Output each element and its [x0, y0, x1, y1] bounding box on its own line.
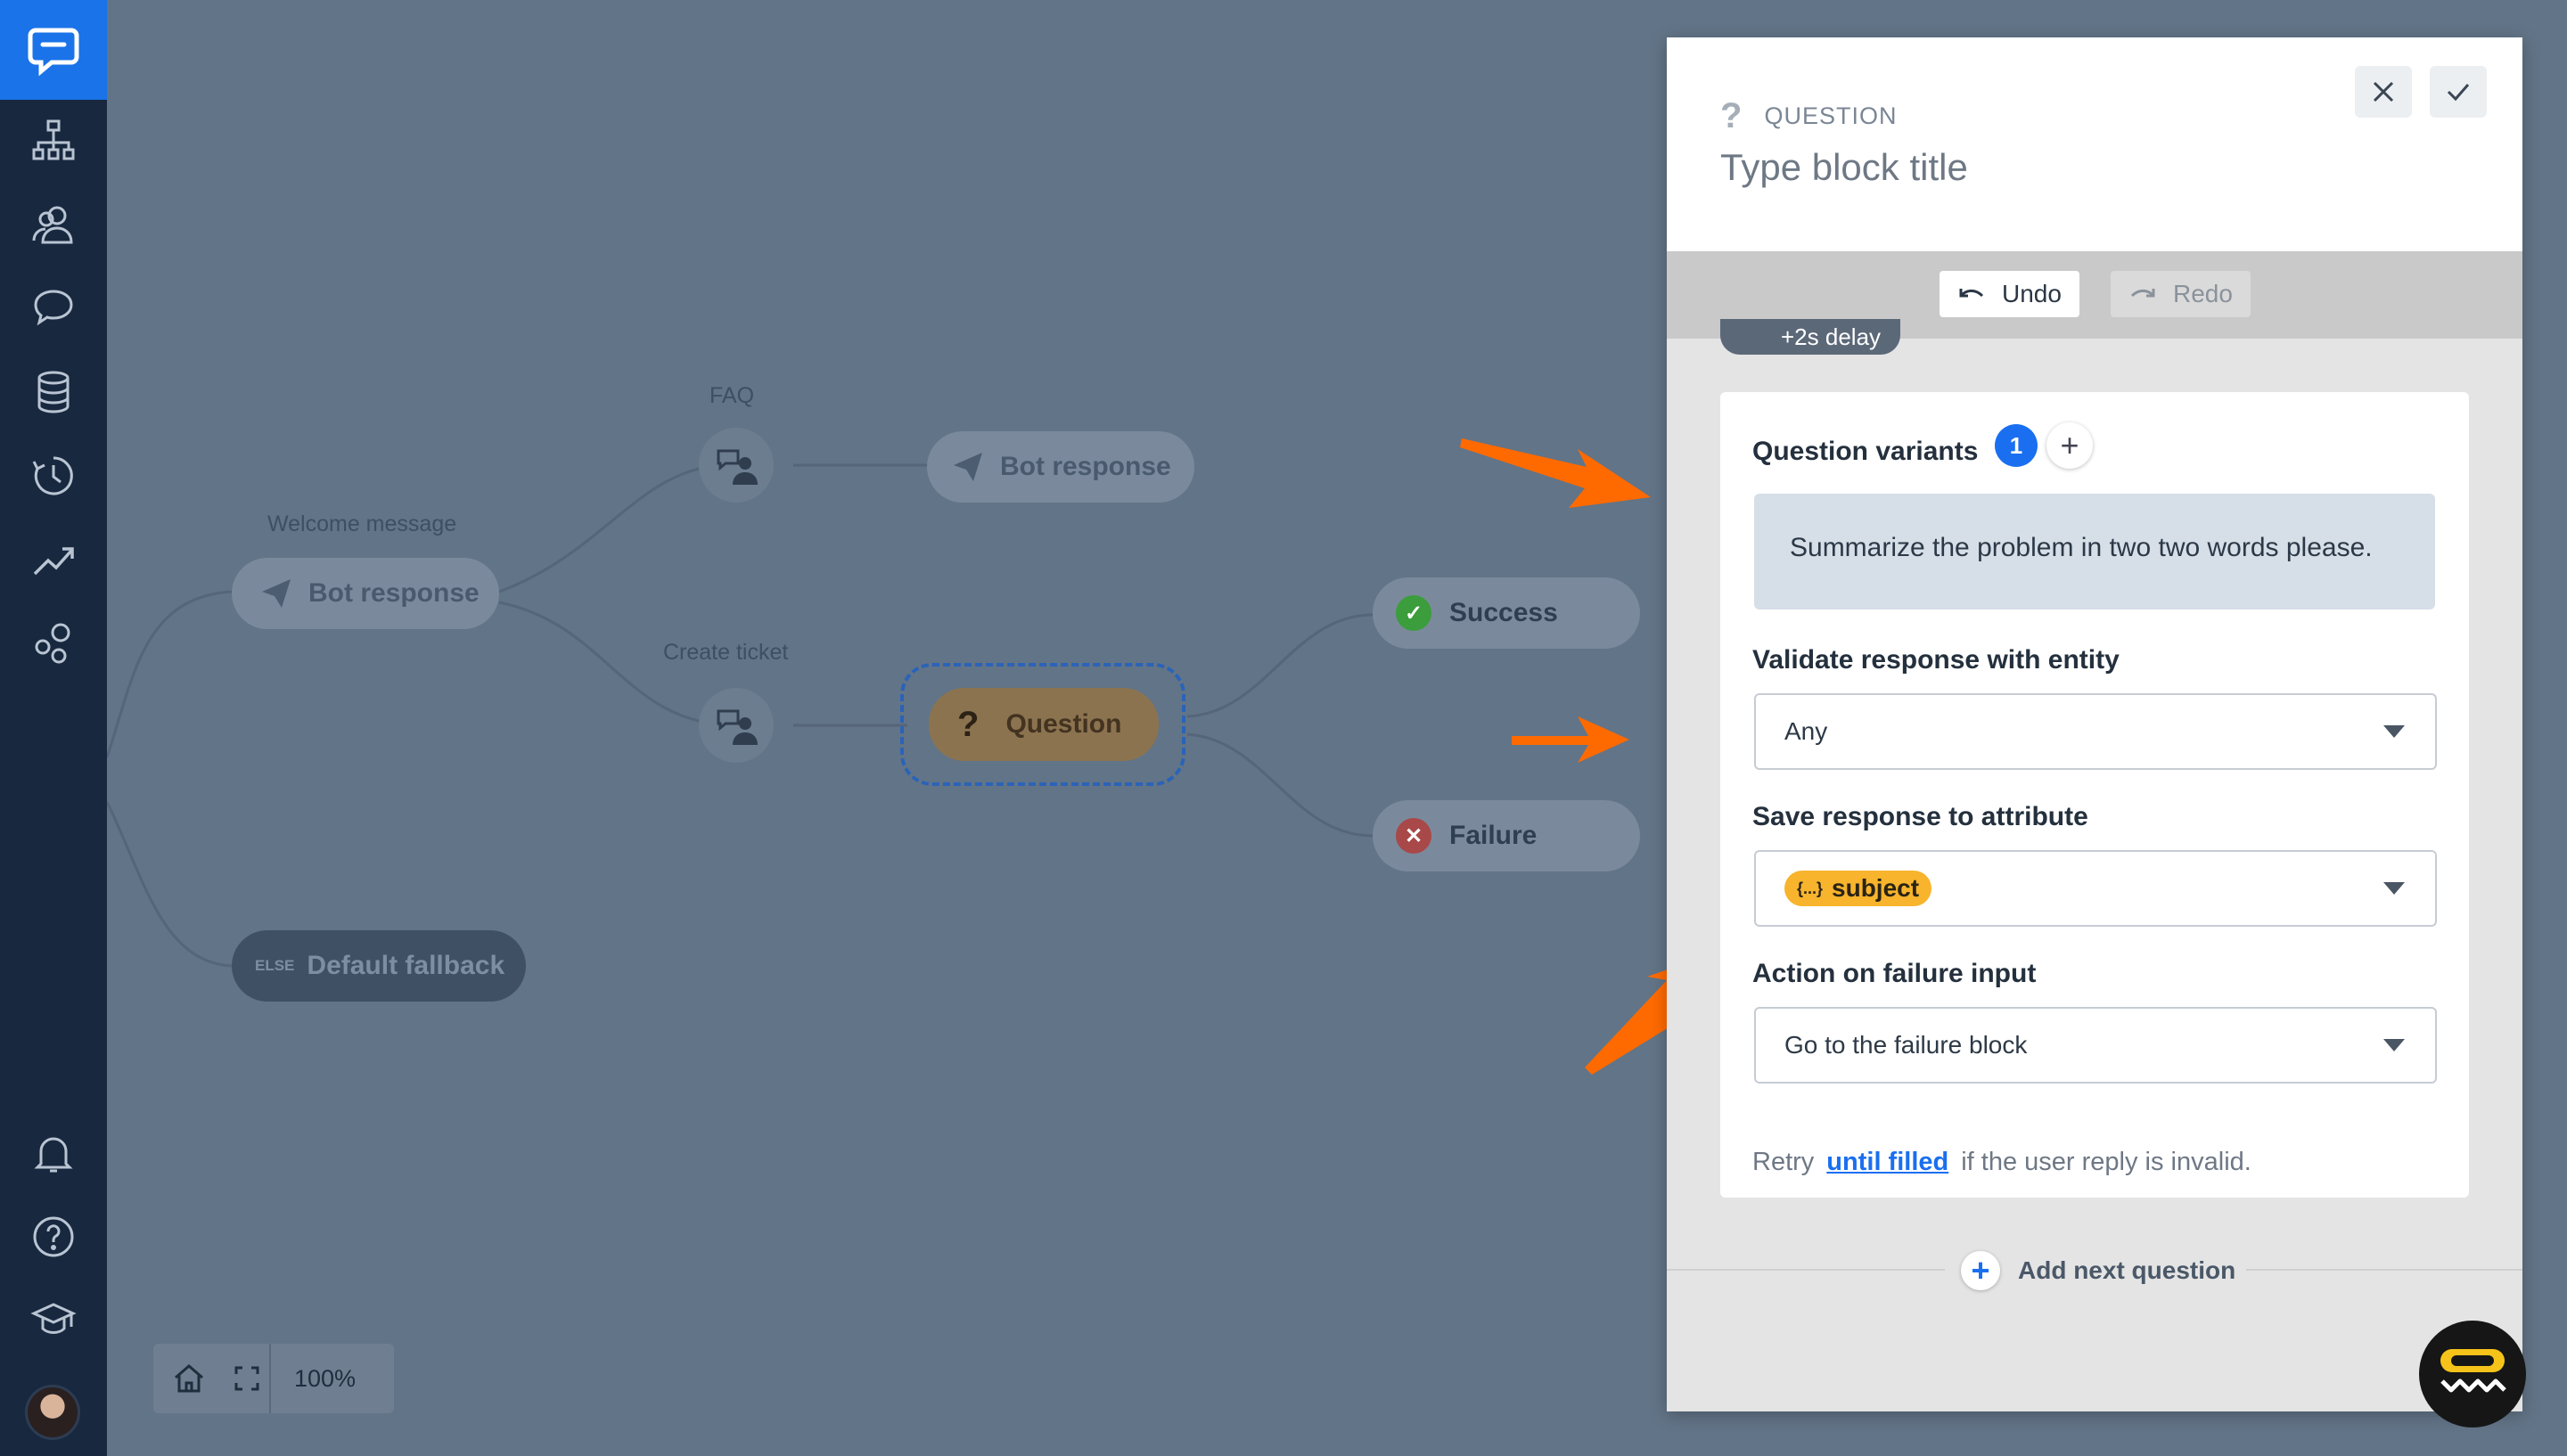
- failure-node[interactable]: ✕ Failure: [1373, 800, 1640, 871]
- success-node[interactable]: ✓ Success: [1373, 577, 1640, 649]
- validate-entity-select[interactable]: Any: [1754, 693, 2437, 770]
- reports-icon[interactable]: [27, 533, 80, 586]
- logo-icon[interactable]: [0, 0, 107, 100]
- caret-down-icon: [2383, 725, 2405, 738]
- check-icon: [2447, 84, 2470, 102]
- faq-label: FAQ: [709, 383, 755, 408]
- create-ticket-label: Create ticket: [663, 640, 789, 665]
- undo-button[interactable]: Undo: [1940, 271, 2079, 317]
- save-attribute-label: Save response to attribute: [1752, 802, 2088, 831]
- else-badge: ELSE: [255, 957, 295, 974]
- question-node[interactable]: ? Question: [929, 688, 1159, 761]
- block-title-input[interactable]: Type block title: [1720, 146, 1968, 188]
- zoom-divider: [269, 1344, 271, 1413]
- plus-icon: +: [2060, 427, 2079, 463]
- arrow-annotation-1: [1460, 438, 1651, 508]
- redo-button[interactable]: Redo: [2111, 271, 2251, 317]
- fullscreen-icon[interactable]: [225, 1344, 269, 1413]
- block-kind: ? QUESTION: [1720, 96, 1898, 135]
- flow-connections: [107, 463, 1374, 968]
- chats-icon[interactable]: [27, 282, 80, 335]
- validate-label: Validate response with entity: [1752, 645, 2120, 675]
- divider-right: [2246, 1269, 2522, 1271]
- chat-widget-icon[interactable]: [2419, 1321, 2526, 1427]
- selected-question-frame: [900, 663, 1185, 786]
- until-filled-link[interactable]: until filled: [1826, 1148, 1949, 1176]
- variants-count-badge[interactable]: 1: [1995, 424, 2038, 467]
- add-variant-button[interactable]: +: [2046, 422, 2093, 469]
- welcome-message-label: Welcome message: [267, 511, 457, 536]
- undo-icon: [1959, 289, 1984, 298]
- router-faq-icon[interactable]: [699, 428, 774, 503]
- add-next-question-button[interactable]: + Add next question: [1961, 1249, 2235, 1292]
- divider-left: [1667, 1269, 1945, 1271]
- block-editor-panel: ? QUESTION Type block title Undo Redo +2…: [1667, 37, 2522, 1411]
- avatar[interactable]: [25, 1385, 80, 1440]
- bot-response-node-2[interactable]: Bot response: [927, 431, 1194, 503]
- question-icon: ?: [957, 704, 980, 744]
- default-fallback-node[interactable]: ELSE Default fallback: [232, 930, 526, 1002]
- failure-action-select[interactable]: Go to the failure block: [1754, 1007, 2437, 1084]
- academy-icon[interactable]: [27, 1294, 80, 1347]
- x-circle-icon: ✕: [1396, 818, 1431, 854]
- bot-response-node[interactable]: Bot response: [232, 558, 499, 629]
- bell-icon[interactable]: [27, 1126, 80, 1180]
- close-icon: [2373, 81, 2394, 102]
- panel-header: ? QUESTION Type block title: [1667, 37, 2522, 251]
- integrations-icon[interactable]: [27, 617, 80, 670]
- check-icon: ✓: [1396, 595, 1431, 631]
- redo-icon: [2130, 289, 2155, 298]
- failure-action-label: Action on failure input: [1752, 959, 2037, 988]
- delay-badge[interactable]: +2s delay: [1720, 319, 1900, 355]
- send-icon: [952, 451, 984, 483]
- zoom-level: 100%: [294, 1364, 357, 1392]
- router-create-ticket-icon[interactable]: [699, 688, 774, 763]
- close-button[interactable]: [2355, 66, 2412, 118]
- flows-icon[interactable]: [27, 114, 80, 168]
- sidebar: [0, 0, 107, 1456]
- database-icon[interactable]: [27, 365, 80, 419]
- customers-icon[interactable]: [27, 198, 80, 251]
- question-icon: ?: [1720, 96, 1743, 135]
- question-card: Question variants 1 + Summarize the prob…: [1720, 392, 2469, 1198]
- attribute-tag: {...} subject: [1784, 871, 1932, 906]
- history-icon[interactable]: [27, 449, 80, 503]
- plus-icon: +: [1961, 1251, 2000, 1290]
- braces-icon: {...}: [1797, 879, 1824, 897]
- confirm-button[interactable]: [2430, 66, 2487, 118]
- flow-canvas[interactable]: Welcome message Bot response FAQ Bot res…: [107, 0, 1667, 1456]
- save-attribute-select[interactable]: {...} subject: [1754, 850, 2437, 927]
- question-variants-label: Question variants: [1752, 437, 1979, 466]
- question-variant-text[interactable]: Summarize the problem in two two words p…: [1754, 494, 2435, 609]
- arrow-annotation-2: [1512, 716, 1629, 763]
- home-icon[interactable]: [153, 1344, 225, 1413]
- zoom-controls: 100%: [153, 1344, 394, 1413]
- caret-down-icon: [2383, 882, 2405, 895]
- send-icon: [260, 577, 292, 609]
- caret-down-icon: [2383, 1039, 2405, 1051]
- help-icon[interactable]: [27, 1210, 80, 1264]
